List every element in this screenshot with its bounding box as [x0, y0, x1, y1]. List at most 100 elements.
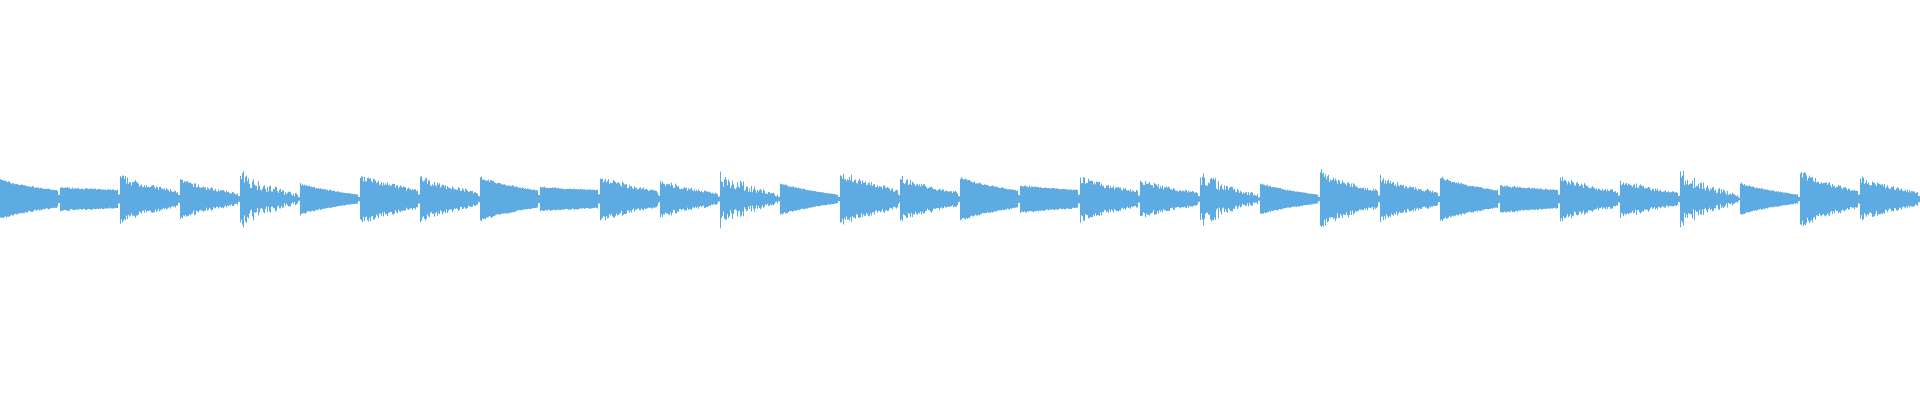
waveform-bar [481, 176, 482, 222]
waveform-bar [1833, 186, 1834, 212]
waveform-bar [472, 191, 473, 207]
waveform-bar [310, 186, 311, 212]
waveform-bar [19, 185, 20, 214]
waveform-bar [577, 189, 578, 210]
waveform-bar [113, 189, 114, 209]
waveform-bar [872, 186, 873, 213]
waveform-bar [539, 195, 540, 204]
waveform-bar [822, 192, 823, 206]
waveform-bar [55, 190, 56, 208]
waveform-bar [1446, 179, 1447, 219]
waveform-bar [1613, 191, 1614, 207]
waveform-bar [154, 186, 155, 212]
waveform-bar [62, 187, 63, 212]
waveform-bar [1355, 186, 1356, 212]
waveform-bar [593, 189, 594, 209]
waveform-bar [808, 190, 809, 208]
waveform-bar [785, 184, 786, 214]
waveform-bar [17, 184, 18, 215]
waveform-bar [47, 188, 48, 209]
waveform-bar [1883, 186, 1884, 213]
waveform-bar [456, 190, 457, 209]
waveform-bar [1910, 192, 1911, 206]
waveform-bar [1033, 186, 1034, 213]
waveform-bar [536, 190, 537, 208]
waveform-bar [1656, 190, 1657, 208]
waveform-bar [1122, 190, 1123, 208]
waveform-bar [687, 190, 688, 208]
waveform-bar [518, 187, 519, 210]
waveform-bar [794, 187, 795, 211]
waveform-bar [1896, 188, 1897, 211]
waveform-bar [431, 186, 432, 213]
waveform-bar [996, 186, 997, 212]
waveform-bar [88, 189, 89, 209]
waveform-bar [1856, 190, 1857, 208]
waveform-bar [1454, 182, 1455, 216]
waveform-bar [1727, 190, 1728, 208]
waveform-bar [562, 188, 563, 210]
waveform-bar [636, 187, 637, 210]
waveform-bar [1692, 180, 1693, 219]
waveform-bar [258, 181, 259, 216]
waveform-bar [1240, 190, 1241, 208]
waveform-bar [461, 191, 462, 207]
waveform-bar [1106, 185, 1107, 213]
waveform-bar [196, 187, 197, 211]
waveform-bar [208, 188, 209, 210]
waveform-bar [640, 187, 641, 211]
waveform-bar [1179, 190, 1180, 208]
waveform-bar [324, 189, 325, 209]
waveform-bar [319, 189, 320, 209]
waveform-bar [53, 189, 54, 208]
waveform-bar [892, 188, 893, 210]
waveform-bar [523, 188, 524, 210]
waveform-bar [843, 173, 844, 225]
waveform-bar [1439, 196, 1440, 202]
waveform-bar [308, 186, 309, 212]
waveform-bar [91, 188, 92, 210]
waveform-bar [205, 187, 206, 211]
waveform-bar [1341, 183, 1342, 216]
waveform-bar [864, 182, 865, 216]
waveform-bar [1200, 177, 1201, 220]
waveform-bar [51, 190, 52, 208]
waveform-bar [1228, 189, 1229, 208]
waveform-bar [602, 178, 603, 218]
waveform-bar [552, 187, 553, 211]
waveform-bar [1426, 190, 1427, 208]
waveform-bar [26, 186, 27, 213]
waveform-bar [988, 185, 989, 213]
waveform-bar [538, 195, 539, 204]
waveform-bar [79, 189, 80, 210]
waveform-bar [885, 187, 886, 211]
waveform-bar [1246, 191, 1247, 206]
waveform-bar [444, 186, 445, 212]
waveform-bar [70, 188, 71, 210]
waveform-bar [1447, 179, 1448, 219]
waveform-bar [243, 171, 244, 228]
waveform-bar [781, 184, 782, 214]
waveform-bar [1172, 190, 1173, 208]
waveform-bar [1597, 190, 1598, 208]
waveform-bar [547, 187, 548, 211]
waveform-bar [1780, 191, 1781, 207]
waveform-bar [119, 194, 120, 204]
waveform-bar [101, 189, 102, 209]
waveform-bar [1029, 185, 1030, 212]
waveform-bar [247, 181, 248, 217]
waveform-bar [1746, 185, 1747, 213]
waveform-bar [893, 191, 894, 207]
waveform-bar [230, 192, 231, 206]
waveform-bar [1025, 185, 1026, 213]
waveform-bar [992, 185, 993, 213]
waveform-bar [586, 189, 587, 208]
waveform-bar [1073, 189, 1074, 208]
waveform-bar [80, 189, 81, 209]
waveform-bar [488, 179, 489, 217]
waveform-bar [568, 188, 569, 210]
waveform-bar [1528, 187, 1529, 211]
waveform-bar [252, 181, 253, 217]
